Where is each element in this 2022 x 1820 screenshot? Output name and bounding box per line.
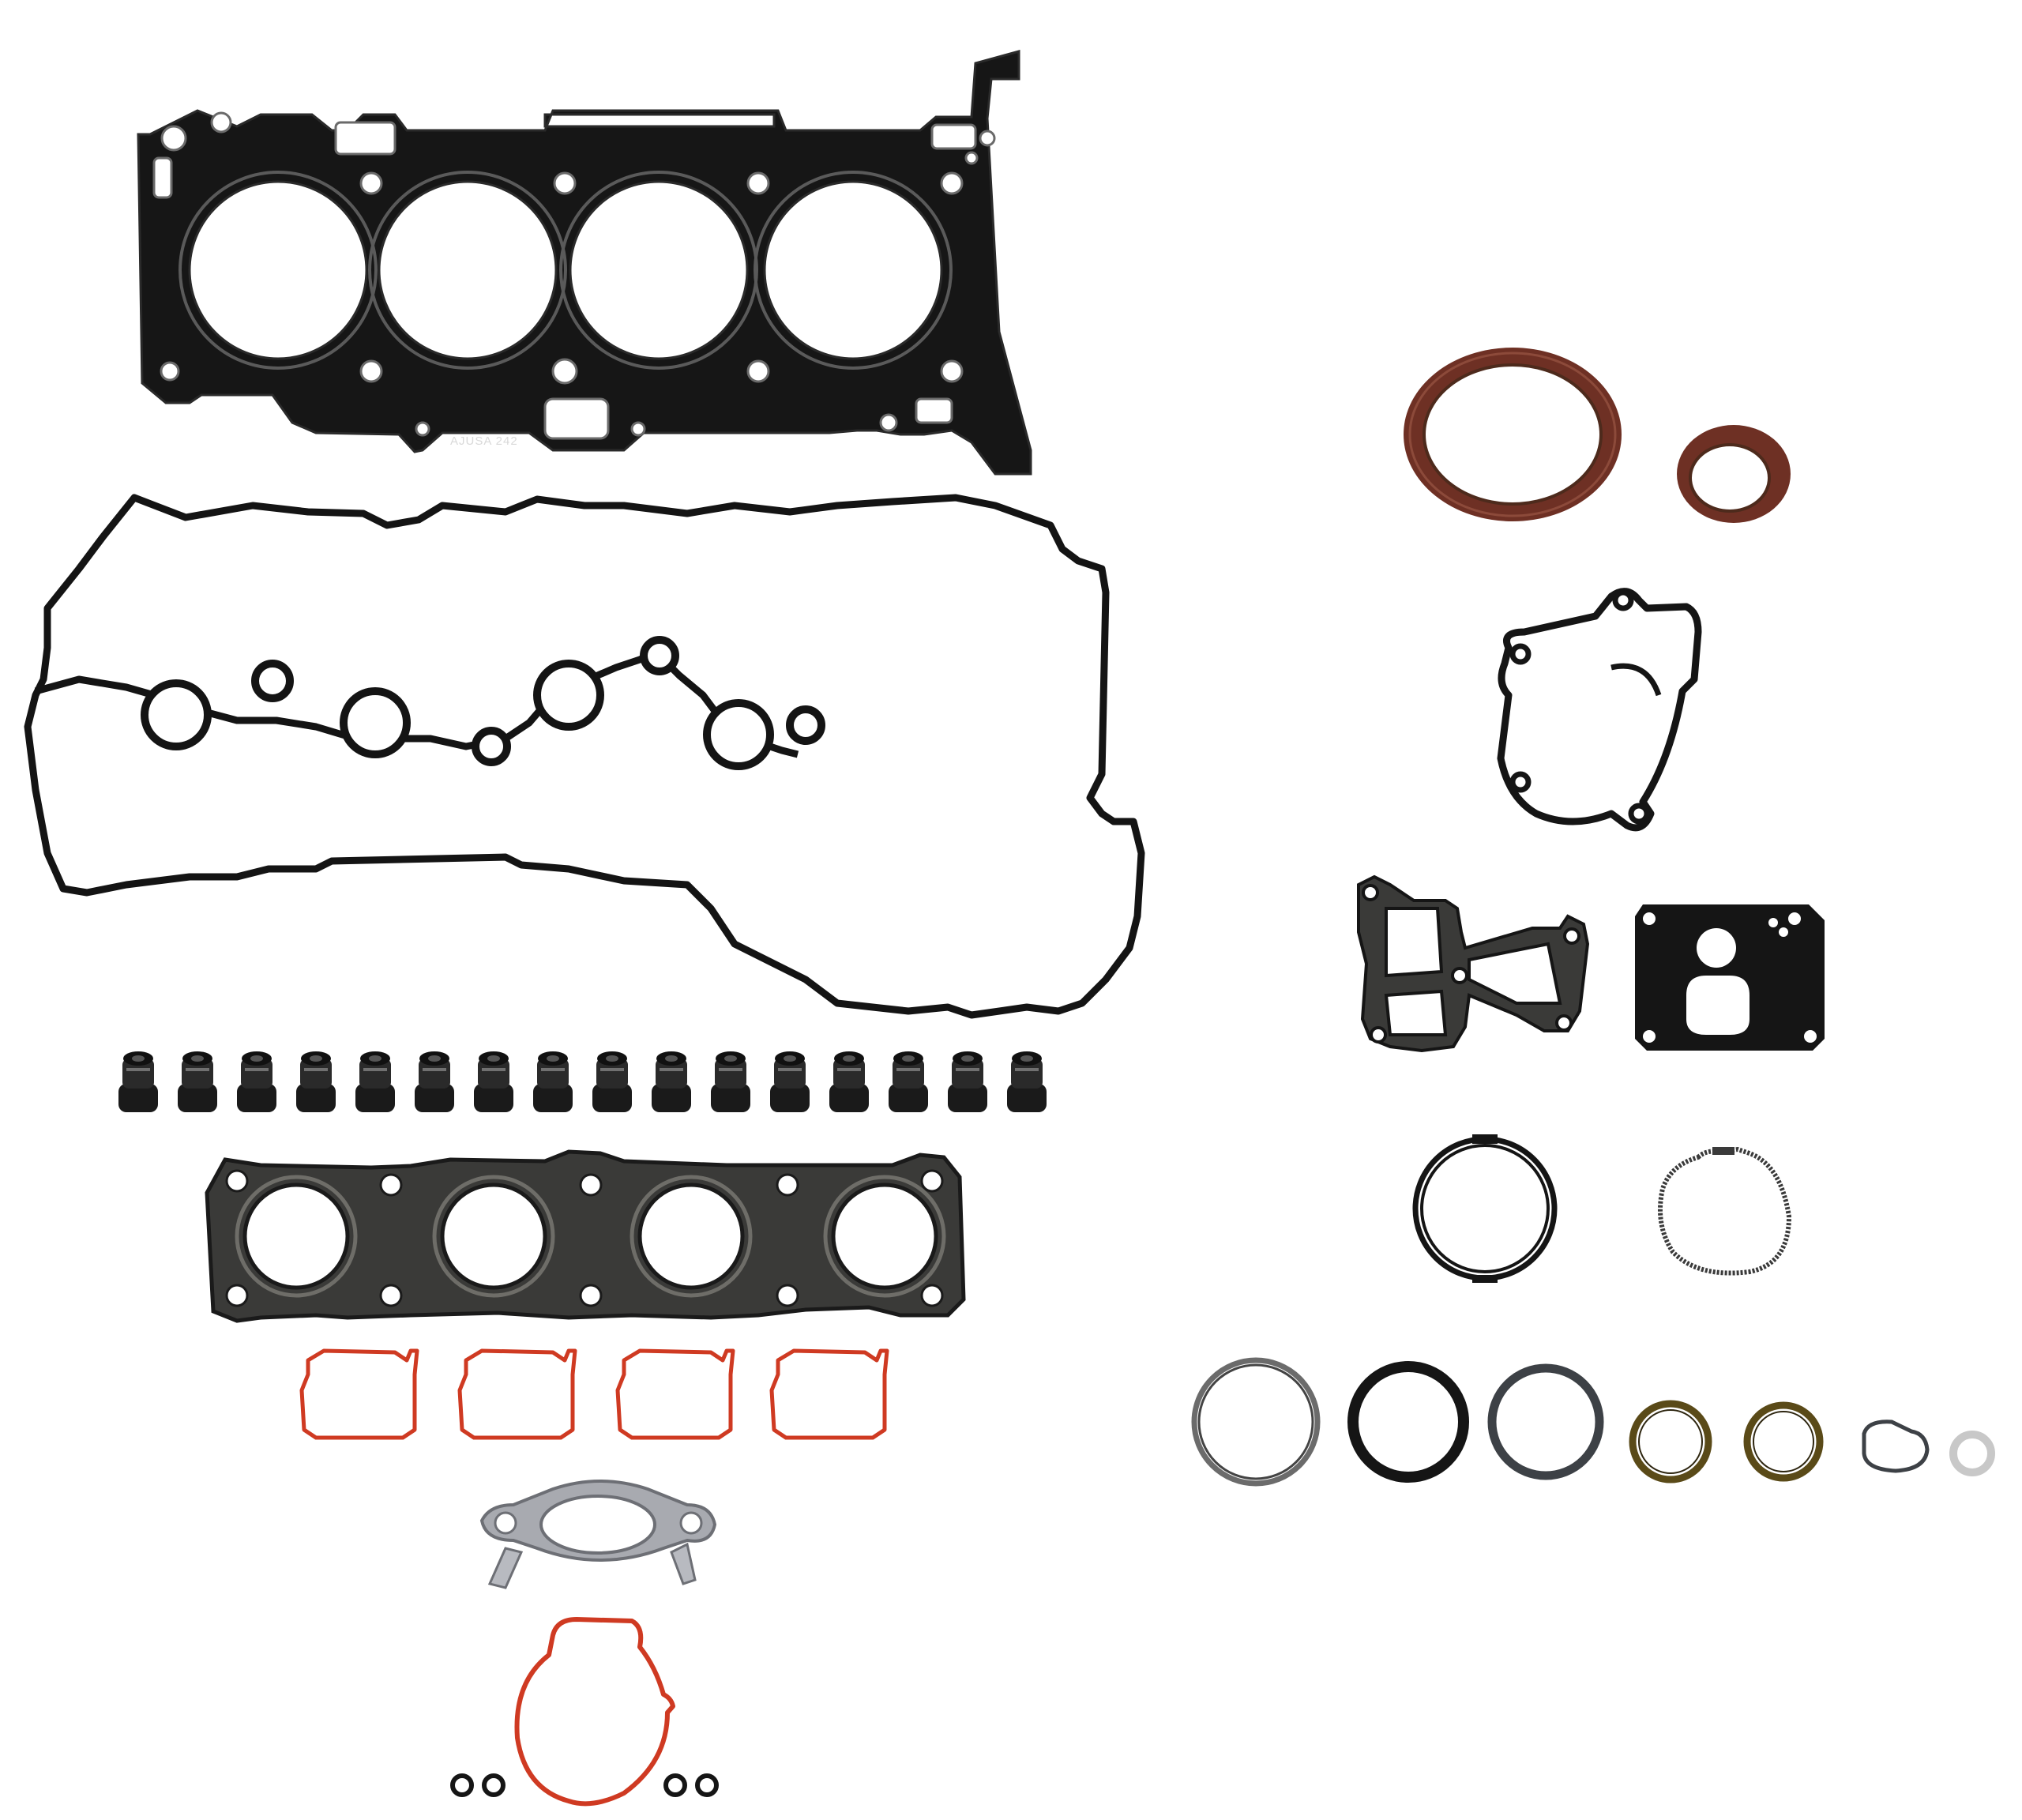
- egr-gasket-holes: [1643, 912, 1817, 1043]
- olive-seal-ring-1: [1629, 1400, 1712, 1483]
- valve-stem-seal: [592, 1051, 632, 1112]
- head-gasket-bolt-holes: [160, 111, 996, 437]
- oil-cooler-ring: [1191, 1357, 1321, 1487]
- valve-stem-seals: [118, 1051, 1047, 1112]
- thermostat-gasket: [1657, 1147, 1791, 1276]
- valve-stem-seal: [948, 1051, 987, 1112]
- valve-stem-seal: [1007, 1051, 1047, 1112]
- exhaust-flange-gasket: [479, 1480, 717, 1589]
- grey-seal-ring: [1487, 1363, 1604, 1480]
- rear-crankshaft-oil-seal: [1404, 348, 1622, 521]
- valve-cover-gasket: [24, 494, 1145, 1019]
- egr-cover-gasket: [1635, 904, 1825, 1051]
- black-seal-ring: [1347, 1361, 1469, 1483]
- coolant-outlet-seal: [1412, 1134, 1558, 1283]
- exhaust-manifold-gasket: [205, 1149, 966, 1323]
- intake-gasket: [615, 1348, 735, 1440]
- round-seals-row: [1191, 1357, 1995, 1487]
- olive-seal-ring-2: [1743, 1401, 1824, 1482]
- small-o-ring: [663, 1773, 687, 1797]
- small-o-ring: [450, 1773, 474, 1797]
- copper-crush-washer: [1949, 1431, 1995, 1476]
- cylinder-head-gasket: AJUSA 242: [137, 50, 1032, 476]
- intake-gasket: [299, 1348, 419, 1440]
- valve-stem-seal: [829, 1051, 869, 1112]
- head-gasket-imprint: AJUSA 242: [450, 434, 518, 448]
- water-pump-bolt-holes: [1509, 589, 1650, 825]
- flange-bolt-holes: [494, 1511, 703, 1535]
- small-o-ring: [482, 1773, 506, 1797]
- valve-stem-seal: [711, 1051, 750, 1112]
- water-pump-gasket: [1497, 588, 1702, 832]
- valve-stem-seal: [415, 1051, 454, 1112]
- small-o-rings: [450, 1773, 719, 1797]
- valve-stem-seal: [652, 1051, 691, 1112]
- valve-stem-seal: [889, 1051, 928, 1112]
- valve-stem-seal: [237, 1051, 276, 1112]
- oil-filter-housing-gasket: [1357, 874, 1590, 1053]
- head-gasket-fire-rings: [179, 171, 953, 370]
- oval-seal: [1862, 1420, 1930, 1473]
- valve-stem-seal: [178, 1051, 217, 1112]
- oil-filter-gasket-holes: [1362, 884, 1580, 1043]
- intake-gasket: [769, 1348, 889, 1440]
- exhaust-gasket-bolt-holes: [225, 1169, 944, 1307]
- spark-plug-seals: [141, 636, 825, 770]
- front-crankshaft-oil-seal: [1677, 425, 1791, 523]
- small-o-ring: [695, 1773, 719, 1797]
- exhaust-port-beads: [235, 1175, 946, 1298]
- valve-stem-seal: [296, 1051, 336, 1112]
- throttle-body-gasket: [514, 1617, 675, 1807]
- intake-gasket: [457, 1348, 577, 1440]
- intake-manifold-gaskets: [299, 1348, 889, 1440]
- valve-stem-seal: [533, 1051, 573, 1112]
- valve-stem-seal: [474, 1051, 513, 1112]
- valve-stem-seal: [118, 1051, 158, 1112]
- valve-stem-seal: [355, 1051, 395, 1112]
- valve-stem-seal: [770, 1051, 810, 1112]
- head-gasket-oil-ports: [152, 121, 977, 440]
